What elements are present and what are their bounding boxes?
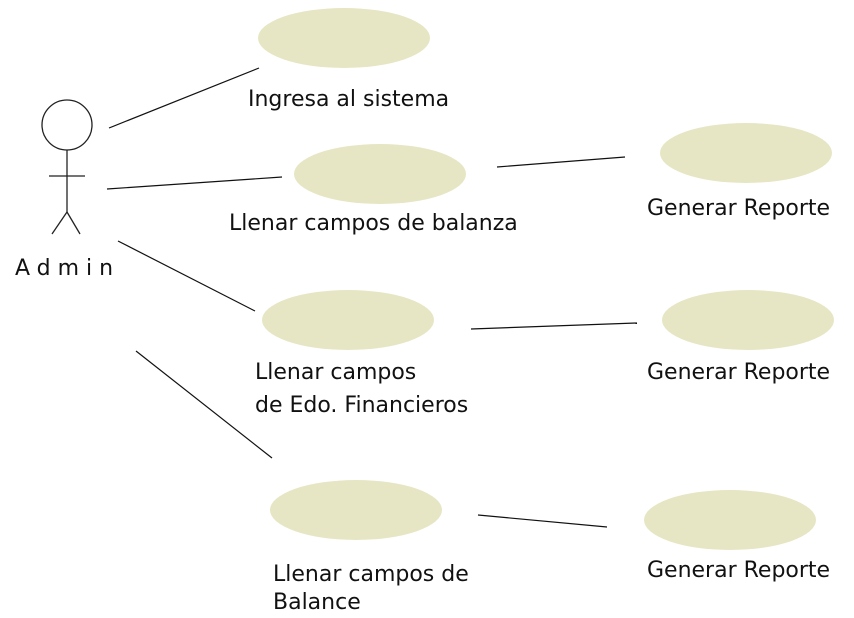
use-case-balance-label-line1: Llenar campos de xyxy=(273,562,469,587)
use-case-balance-label-line2: Balance xyxy=(273,590,361,615)
assoc-balance-report xyxy=(477,514,608,528)
actor-right-leg xyxy=(66,211,81,235)
use-case-login-label: Ingresa al sistema xyxy=(248,87,450,112)
assoc-balanza-report xyxy=(496,156,626,168)
actor-label: Admin xyxy=(15,256,121,281)
assoc-admin-financieros xyxy=(117,240,256,312)
use-case-report-1-ellipse xyxy=(660,123,832,183)
assoc-financieros-report xyxy=(470,322,638,330)
use-case-financieros-label-line2: de Edo. Financieros xyxy=(255,393,469,418)
use-case-balance-ellipse xyxy=(270,480,442,540)
use-case-report-3-ellipse xyxy=(644,490,816,550)
use-case-report-2-ellipse xyxy=(662,290,834,350)
use-case-login-ellipse xyxy=(258,8,430,68)
actor-head xyxy=(41,99,93,151)
assoc-admin-login xyxy=(108,67,260,129)
use-case-balanza-label: Llenar campos de balanza xyxy=(229,211,518,236)
use-case-report-2-label: Generar Reporte xyxy=(647,360,831,385)
assoc-admin-balanza xyxy=(106,176,283,190)
use-case-balanza-ellipse xyxy=(294,144,466,204)
use-case-financieros-ellipse xyxy=(262,290,434,350)
use-case-financieros-label-line1: Llenar campos xyxy=(255,360,417,385)
use-case-report-1-label: Generar Reporte xyxy=(647,196,831,221)
actor-left-leg xyxy=(51,211,68,235)
actor-figure xyxy=(41,99,93,235)
assoc-admin-balance xyxy=(135,350,273,459)
use-case-report-3-label: Generar Reporte xyxy=(647,558,831,583)
